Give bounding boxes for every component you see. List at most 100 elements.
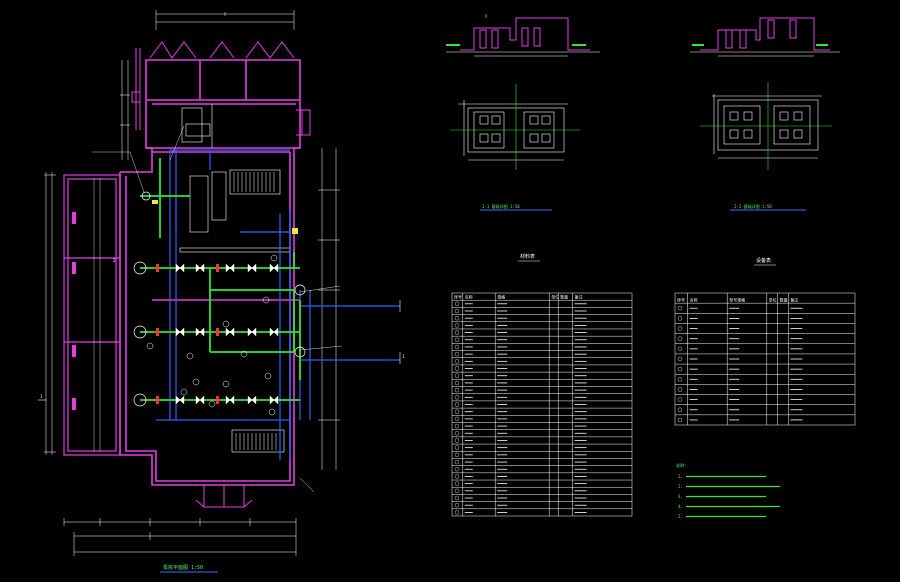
row-index-marker [454,366,460,371]
note-line: 5. [678,514,683,519]
equipment-table-title: 设备表 [756,257,771,264]
materials-table: 材料表 序号名称 规格 单位数量 备注 [451,253,633,517]
row-index-marker [454,409,460,414]
row-index-marker [454,481,460,486]
stairs-upper [233,172,275,192]
table-header-cell: 备注 [790,297,798,303]
equipment-grid [674,292,856,426]
row-index-marker [454,510,460,515]
caption-right: 2-2 基础详图 1:50 [730,203,806,211]
pump-1 [133,261,147,275]
row-index-marker [454,337,460,342]
table-header-cell: 单位 [551,294,559,300]
table-header-cell: 单位 [769,297,777,303]
elevation-left-ground [446,14,600,57]
pump-room-floor-plan: 1 2 1 泵房平面图 1:50 [38,10,405,573]
row-index-marker [454,301,460,306]
foundation-right-axis [700,82,832,170]
row-index-marker [454,351,460,357]
table-header-cell: 数量 [780,297,788,303]
table-header-cell: 名称 [690,297,698,303]
design-notes: 说明: 1. 2. 3. 4. 5. [676,462,780,519]
table-header-cell: 规格 [497,294,505,300]
table-header-cell: 序号 [454,294,462,300]
roof-outline [131,41,311,136]
row-index-marker [454,467,460,472]
callout-circles [146,254,278,416]
notes-lines: 1. 2. 3. 4. 5. [678,474,780,519]
table-header-cell: 名称 [465,294,473,300]
row-index-marker [454,495,460,501]
row-index-marker [454,315,460,321]
stairs-lower [235,433,281,450]
row-index-marker [454,323,460,328]
top-dimension [155,10,295,30]
table-frame [451,292,633,517]
row-index-marker [454,344,460,350]
table-header-cell: 序号 [677,297,685,303]
row-index-marker [454,373,460,378]
marker-label: 2 [113,258,116,263]
row-index-marker [677,346,683,352]
row-index-marker [454,488,460,494]
note-line: 3. [678,494,683,499]
row-index-marker [454,330,460,335]
blue-pipes [156,149,400,460]
valves [175,263,279,405]
equipment-headers: 序号名称 型号规格 单位数量备注 [677,297,798,303]
table-header-cell: 数量 [560,294,568,300]
plan-caption-text: 泵房平面图 1:50 [163,564,203,571]
elevation-left-profile [460,17,590,51]
pumps [133,191,306,407]
row-index-marker [454,387,460,393]
row-index-marker [677,306,683,311]
equipment-table: 设备表 序号名称 型号规格 单位数量备注 [674,257,856,426]
note-line: 2. [678,484,683,489]
row-index-marker [677,387,683,392]
marker-label: 1 [40,394,43,399]
row-index-marker [454,445,460,450]
table-header-cell: 备注 [575,294,583,300]
row-index-marker [454,402,460,407]
table-header-cell: 型号规格 [729,297,745,303]
notes-heading: 说明: [676,462,686,468]
elevation-left-accents [446,44,586,46]
materials-table-title: 材料表 [520,253,535,260]
tank-inner-lines [93,178,101,452]
section-marker-right: 1 [399,300,405,364]
row-index-marker [677,366,683,372]
row-index-marker [454,308,460,314]
row-index-marker [677,397,683,402]
row-index-marker [677,336,683,341]
elevation-left-caption: 1-1 基础详图 1:50 [482,203,520,209]
plan-caption: 泵房平面图 1:50 [160,564,218,573]
note-line: 1. [678,474,683,479]
tank-markers [72,212,76,410]
elevation-right-caption: 2-2 基础详图 1:50 [734,203,772,209]
note-line: 4. [678,504,683,509]
row-index-marker [677,407,683,412]
caption-left: 1-1 基础详图 1:50 [480,203,552,211]
row-index-marker [454,438,460,443]
elevation-right-profile [700,17,830,51]
row-index-marker [454,380,460,386]
foundation-left-axis [450,84,580,170]
pump-2 [133,325,147,339]
elevation-right-ground [690,51,840,57]
row-index-marker [677,377,683,382]
row-index-marker [677,316,683,321]
row-index-marker [454,459,460,465]
interior-partitions [179,104,291,453]
row-index-marker [677,356,683,362]
leader-lines [92,125,343,493]
row-index-marker [677,326,683,331]
row-index-marker [454,423,460,429]
right-dimensions [318,148,340,470]
fittings [152,200,298,404]
entrance-door [195,484,253,508]
row-index-marker [454,395,460,400]
row-index-marker [454,416,460,422]
row-index-marker [454,503,460,508]
elevation-right-accents [692,44,828,46]
